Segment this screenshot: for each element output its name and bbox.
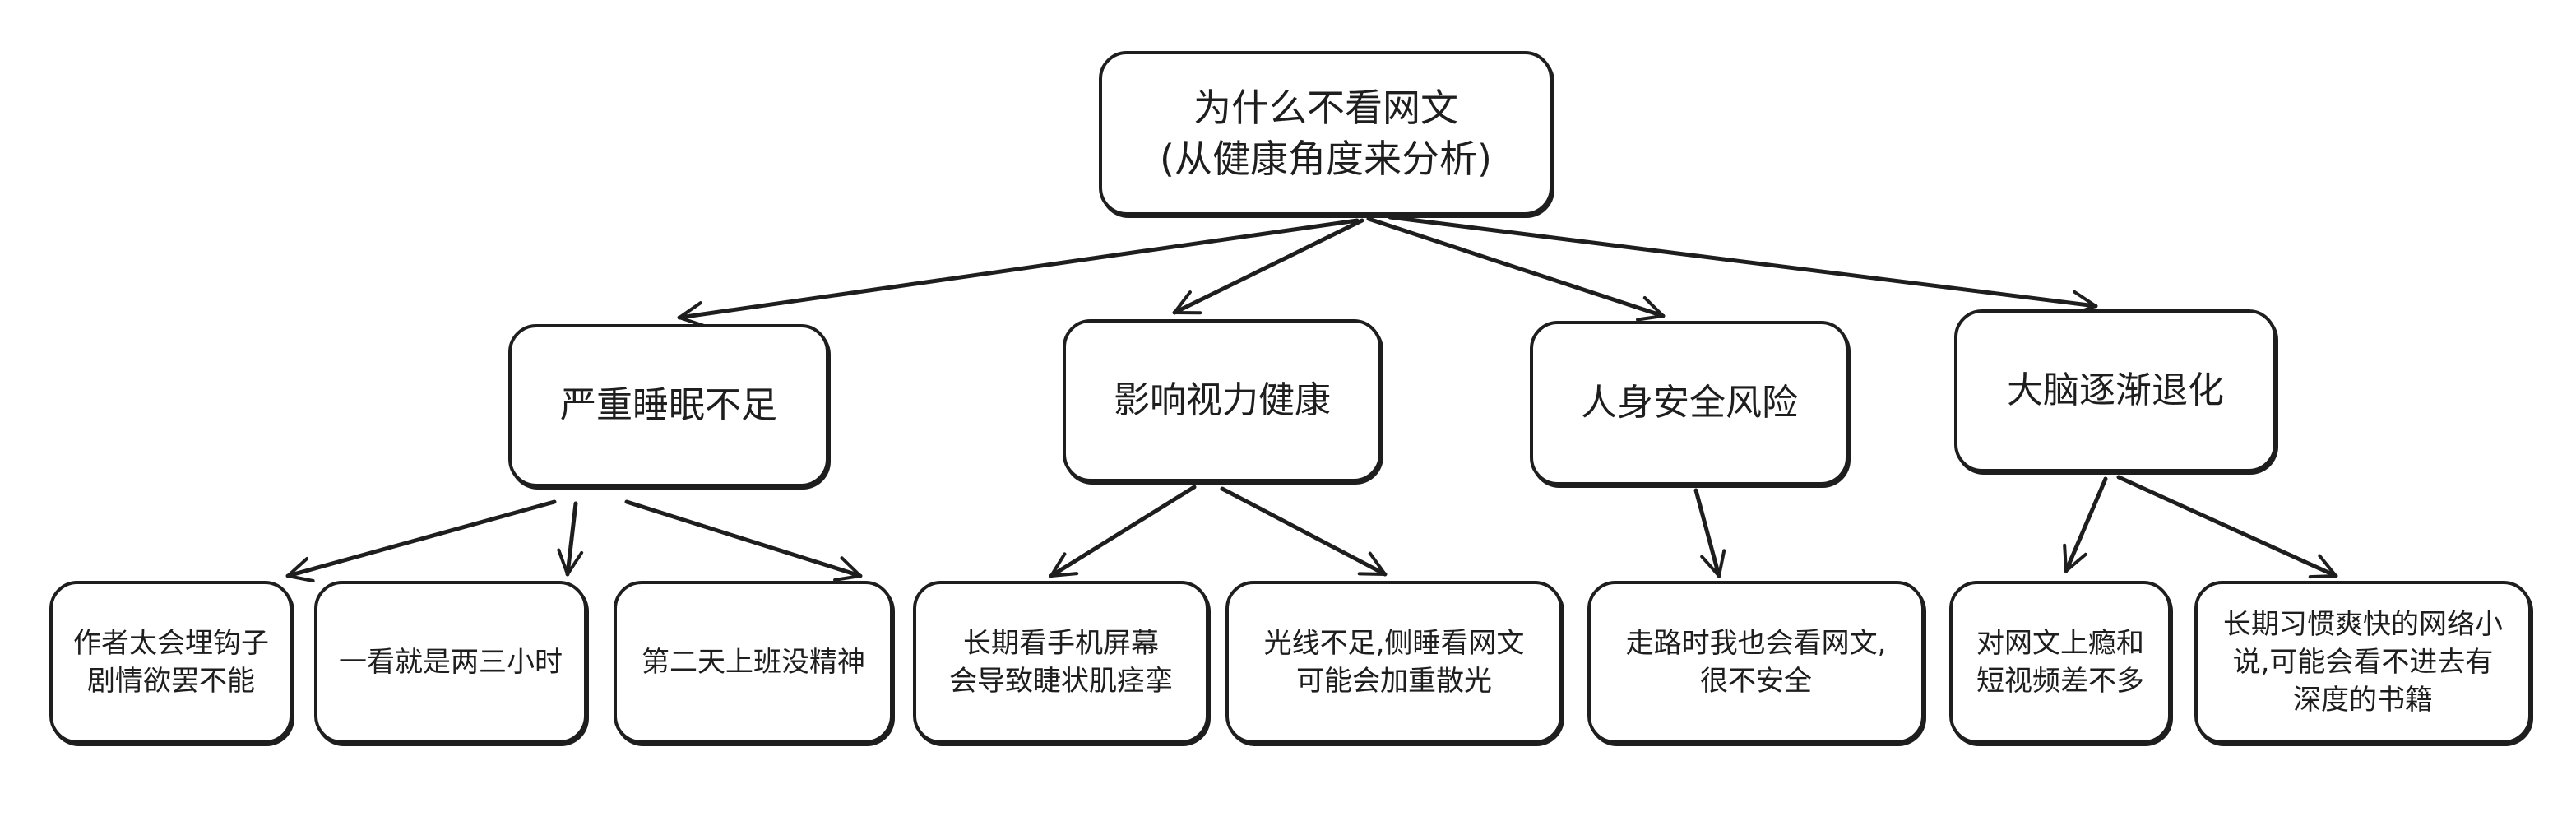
arrow-root-to-sleep [677, 218, 1360, 327]
arrow-root-to-safety [1366, 216, 1666, 322]
arrow-vision-to-b1 [1049, 485, 1197, 578]
detail-node-vision-1: 长期看手机屏幕 会导致睫状肌痉挛 [913, 581, 1209, 744]
detail-node-sleep-1: 作者太会埋钩子 剧情欲罢不能 [49, 581, 293, 744]
detail-text-line: 一看就是两三小时 [339, 646, 563, 679]
detail-text-line: 说,可能会看不进去有 [2232, 646, 2494, 679]
category-label: 严重睡眠不足 [560, 384, 777, 426]
arrow-brain-to-d2 [2116, 475, 2338, 579]
detail-text-line: 很不安全 [1700, 665, 1812, 698]
detail-node-sleep-3: 第二天上班没精神 [614, 581, 893, 744]
root-title: 为什么不看网文 [1193, 86, 1458, 130]
arrow-root-to-vision [1172, 218, 1364, 315]
detail-text-line: 可能会加重散光 [1296, 665, 1492, 698]
detail-text-line: 长期看手机屏幕 [963, 627, 1159, 660]
arrow-sleep-to-a2 [557, 501, 584, 577]
detail-text-line: 作者太会埋钩子 [73, 627, 269, 660]
arrow-root-to-brain [1388, 215, 2098, 317]
category-label: 大脑逐渐退化 [2007, 369, 2224, 411]
root-node: 为什么不看网文 (从健康角度来分析) [1099, 51, 1553, 216]
category-label: 人身安全风险 [1581, 382, 1798, 424]
detail-text-line: 短视频差不多 [1976, 665, 2144, 698]
category-node-brain: 大脑逐渐退化 [1954, 309, 2277, 472]
detail-node-brain-1: 对网文上瘾和 短视频差不多 [1949, 581, 2171, 744]
detail-text-line: 剧情欲罢不能 [87, 665, 255, 698]
detail-text-line: 长期习惯爽快的网络小 [2223, 608, 2503, 641]
category-label: 影响视力健康 [1114, 379, 1331, 421]
detail-node-brain-2: 长期习惯爽快的网络小 说,可能会看不进去有 深度的书籍 [2194, 581, 2532, 744]
arrow-safety-to-c1 [1693, 488, 1726, 578]
detail-node-safety-1: 走路时我也会看网文, 很不安全 [1587, 581, 1925, 744]
detail-text-line: 会导致睫状肌痉挛 [949, 665, 1173, 698]
arrow-brain-to-d1 [2063, 476, 2108, 573]
arrow-sleep-to-a1 [285, 499, 557, 582]
detail-text-line: 光线不足,侧睡看网文 [1263, 627, 1525, 660]
category-node-vision: 影响视力健康 [1063, 319, 1382, 482]
detail-node-vision-2: 光线不足,侧睡看网文 可能会加重散光 [1225, 581, 1563, 744]
detail-text-line: 走路时我也会看网文, [1625, 627, 1887, 660]
category-node-sleep: 严重睡眠不足 [508, 324, 829, 487]
category-node-safety: 人身安全风险 [1530, 321, 1849, 485]
detail-text-line: 第二天上班没精神 [642, 646, 865, 679]
arrow-vision-to-b2 [1220, 486, 1388, 577]
root-subtitle: (从健康角度来分析) [1160, 137, 1492, 181]
detail-text-line: 深度的书籍 [2293, 684, 2433, 717]
detail-text-line: 对网文上瘾和 [1976, 627, 2144, 660]
arrow-sleep-to-a3 [624, 499, 863, 582]
detail-node-sleep-2: 一看就是两三小时 [314, 581, 587, 744]
